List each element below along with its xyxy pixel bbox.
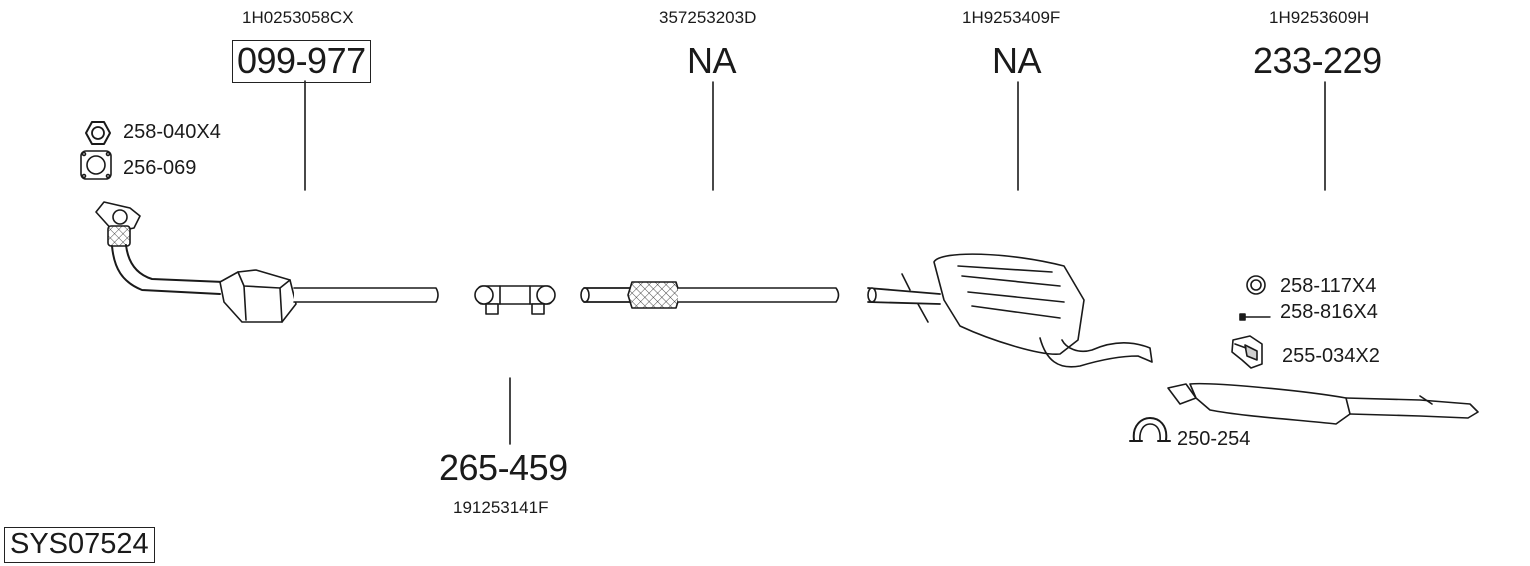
accessory-label-hex-nut[interactable]: 258-040X4 — [123, 121, 221, 143]
rubber-hanger-icon — [1231, 335, 1263, 369]
front-pipe-catalyst — [95, 201, 439, 323]
part-number-233-229[interactable]: 233-229 — [1253, 40, 1382, 81]
oem-label-5: 191253141F — [453, 498, 549, 517]
oem-label-4: 1H9253609H — [1269, 8, 1370, 27]
accessory-label-bolt[interactable]: 258-816X4 — [1280, 301, 1378, 323]
part-number-099-977[interactable]: 099-977 — [232, 40, 371, 83]
bolt-icon — [1239, 313, 1271, 321]
accessory-label-ring[interactable]: 258-117X4 — [1280, 275, 1377, 297]
ring-icon — [1246, 275, 1266, 295]
u-clamp-icon — [1129, 417, 1171, 442]
intermediate-pipe — [580, 281, 840, 309]
gasket-icon — [80, 150, 112, 180]
part-number-na-2[interactable]: NA — [992, 40, 1042, 81]
accessory-label-u-clamp[interactable]: 250-254 — [1177, 428, 1251, 450]
rear-silencer — [1167, 382, 1479, 425]
part-number-265-459[interactable]: 265-459 — [439, 447, 568, 488]
oem-label-3: 1H9253409F — [962, 8, 1061, 27]
oem-label-1: 1H0253058CX — [242, 8, 354, 27]
accessory-label-gasket[interactable]: 256-069 — [123, 157, 197, 179]
accessory-label-rubber-hanger[interactable]: 255-034X2 — [1282, 345, 1380, 367]
hex-nut-icon — [85, 121, 111, 145]
centre-silencer — [867, 253, 1153, 368]
oem-label-2: 357253203D — [659, 8, 757, 27]
part-number-na-1[interactable]: NA — [687, 40, 737, 81]
pipe-connector-clamp — [474, 285, 556, 315]
system-code-badge: SYS07524 — [4, 527, 155, 563]
